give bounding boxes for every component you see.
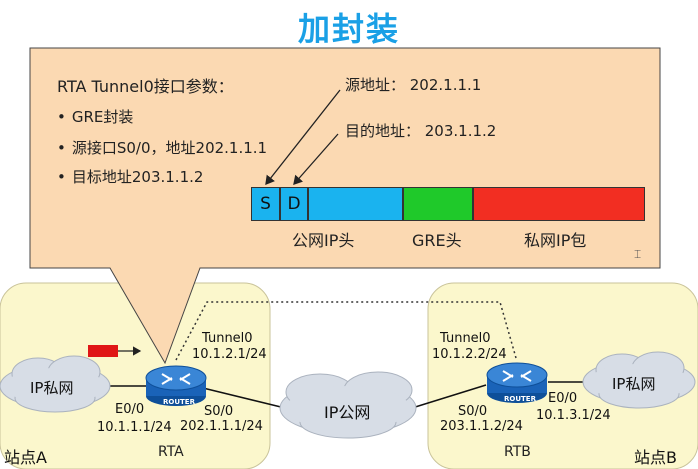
private-cloud-a — [0, 355, 111, 413]
link-public-rtb — [411, 384, 487, 409]
callout-bullet-source: 源接口S0/0，地址202.1.1.1 — [57, 137, 267, 158]
rtb-router-badge: ROUTER — [504, 395, 536, 403]
rtb-s00-name: S0/0 — [458, 404, 488, 419]
site-b-label: 站点B — [634, 448, 677, 467]
rtb-e00-ip: 10.1.3.1/24 — [536, 408, 611, 423]
packet-indicator — [88, 345, 118, 357]
source-address-label: 源地址： 202.1.1.1 — [345, 76, 482, 94]
packet-seg-public-ip — [308, 187, 403, 221]
caption-gre-header: GRE头 — [412, 231, 462, 250]
rtb-e00-name: E0/0 — [548, 391, 578, 406]
packet-seg-dest: D — [280, 187, 308, 221]
router-rta-icon[interactable] — [145, 365, 207, 406]
caption-public-ip-header: 公网IP头 — [292, 231, 355, 250]
rtb-name: RTB — [504, 444, 531, 460]
callout-heading: RTA Tunnel0接口参数： — [57, 77, 234, 96]
caption-private-ip-packet: 私网IP包 — [524, 231, 587, 250]
rta-e00-name: E0/0 — [115, 402, 145, 417]
rta-tunnel-name: Tunnel0 — [202, 331, 253, 346]
site-b-area — [427, 282, 698, 469]
rta-tunnel-ip: 10.1.2.1/24 — [192, 347, 267, 362]
link-rta-public — [202, 387, 286, 409]
site-a-label: 站点A — [4, 448, 47, 467]
dest-arrow — [293, 133, 339, 185]
packet-seg-gre — [403, 187, 473, 221]
callout-bullet-dest: 目标地址203.1.1.2 — [57, 166, 204, 187]
packet-seg-source: S — [251, 187, 280, 221]
rta-name: RTA — [158, 444, 184, 460]
router-rtb-icon[interactable] — [486, 362, 548, 403]
cloud-a-label: IP私网 — [30, 379, 74, 397]
page-title: 加封装 — [297, 10, 400, 48]
private-cloud-b — [582, 351, 696, 409]
rta-s00-ip: 202.1.1.1/24 — [180, 419, 263, 434]
callout-bullet-encap: GRE封装 — [57, 106, 134, 127]
rtb-s00-ip: 203.1.1.2/24 — [440, 419, 523, 434]
rta-e00-ip: 10.1.1.1/24 — [97, 420, 172, 435]
rta-s00-name: S0/0 — [204, 404, 234, 419]
rtb-tunnel-ip: 10.1.2.2/24 — [432, 347, 507, 362]
cursor-icon: ⌶ — [634, 247, 641, 261]
packet-seg-private-ip — [473, 187, 645, 221]
rtb-tunnel-name: Tunnel0 — [440, 331, 491, 346]
dest-address-label: 目的地址： 203.1.1.2 — [345, 122, 497, 140]
public-cloud-label: IP公网 — [324, 403, 371, 422]
public-cloud — [279, 371, 417, 439]
cloud-b-label: IP私网 — [612, 375, 656, 393]
source-arrow — [265, 89, 341, 186]
rta-router-badge: ROUTER — [163, 398, 195, 406]
